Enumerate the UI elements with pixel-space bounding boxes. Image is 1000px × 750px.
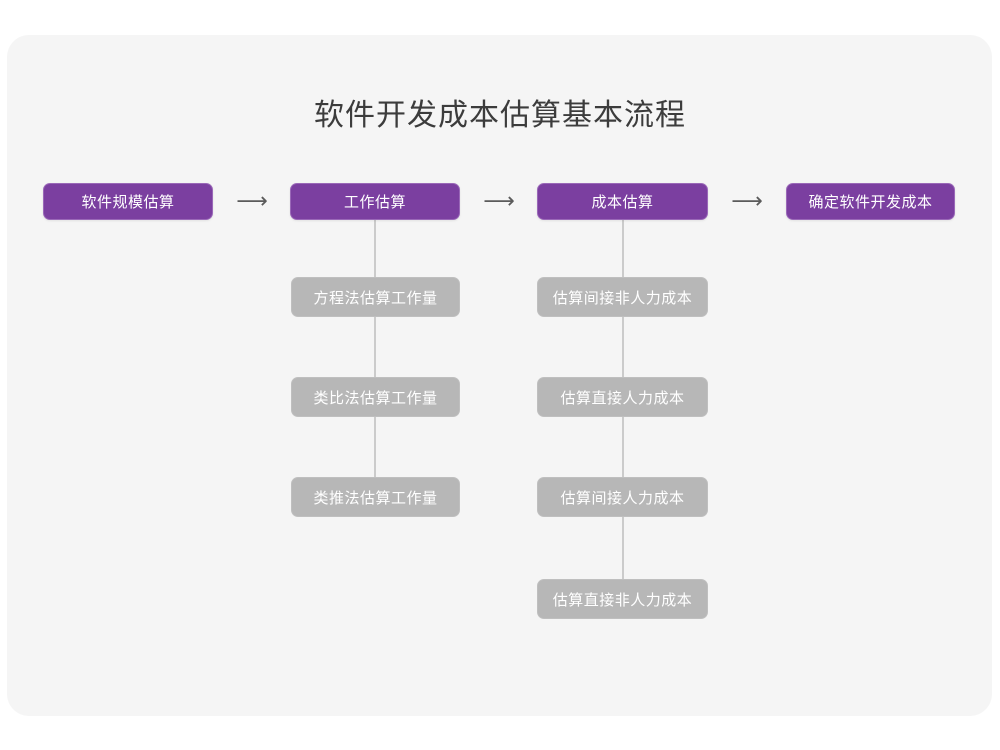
stage-node-determine-software-development-cost[interactable]: 确定软件开发成本 — [786, 183, 955, 220]
connector-line-stage2-sub2-sub3 — [374, 417, 376, 477]
substep-node-inference-method-effort[interactable]: 类推法估算工作量 — [291, 477, 460, 517]
substep-node-equation-method-effort[interactable]: 方程法估算工作量 — [291, 277, 460, 317]
substep-node-direct-labor-cost[interactable]: 估算直接人力成本 — [537, 377, 708, 417]
page-title: 软件开发成本估算基本流程 — [314, 99, 686, 132]
arrow-stage1-to-stage2-icon: ⟶ — [236, 188, 268, 213]
connector-line-stage3-sub2-sub3 — [622, 417, 624, 477]
stage-node-work-estimation[interactable]: 工作估算 — [290, 183, 460, 220]
arrow-stage3-to-stage4-icon: ⟶ — [731, 188, 763, 213]
stage-node-cost-estimation[interactable]: 成本估算 — [537, 183, 708, 220]
stage-node-software-scale-estimation[interactable]: 软件规模估算 — [43, 183, 213, 220]
connector-line-stage3-sub1 — [622, 219, 624, 277]
arrow-stage2-to-stage3-icon: ⟶ — [483, 188, 515, 213]
substep-node-direct-nonlabor-cost[interactable]: 估算直接非人力成本 — [537, 579, 708, 619]
substep-node-indirect-labor-cost[interactable]: 估算间接人力成本 — [537, 477, 708, 517]
connector-line-stage3-sub1-sub2 — [622, 317, 624, 377]
connector-line-stage2-sub1 — [374, 219, 376, 277]
substep-node-analogy-method-effort[interactable]: 类比法估算工作量 — [291, 377, 460, 417]
substep-node-indirect-nonlabor-cost[interactable]: 估算间接非人力成本 — [537, 277, 708, 317]
content-card — [7, 35, 992, 716]
connector-line-stage3-sub3-sub4 — [622, 517, 624, 579]
connector-line-stage2-sub1-sub2 — [374, 317, 376, 377]
